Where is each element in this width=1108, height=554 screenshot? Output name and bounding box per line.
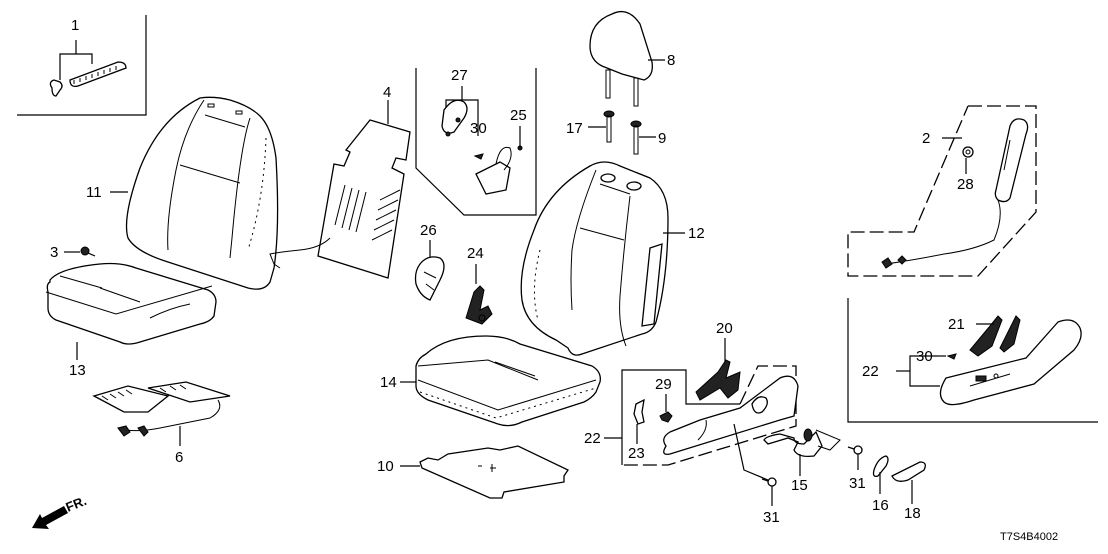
headrest-guide-part-15[interactable] <box>603 110 615 143</box>
callout-27[interactable]: 27 <box>451 67 468 84</box>
seat-back-cover-part[interactable] <box>125 96 279 290</box>
seat-pad-part-10[interactable] <box>419 445 569 499</box>
screw-part-31-left[interactable] <box>761 477 777 487</box>
callout-12[interactable]: 12 <box>688 225 705 242</box>
knob-bracket-part-25[interactable] <box>475 145 523 195</box>
screw-part-31-right[interactable] <box>847 445 863 455</box>
callout-29[interactable]: 29 <box>655 376 672 393</box>
diagram-code: T7S4B4002 <box>1000 531 1058 543</box>
side-cover-group <box>415 68 537 216</box>
cap-part-17[interactable] <box>872 455 889 478</box>
seat-back-assembly-part[interactable] <box>520 161 669 356</box>
clip-part[interactable] <box>49 61 127 97</box>
bracket-part-23[interactable] <box>633 398 645 425</box>
side-airbag-part[interactable] <box>881 118 1029 269</box>
callout-20[interactable]: 21 <box>948 316 965 333</box>
callout-2[interactable]: 2 <box>922 130 930 147</box>
bracket-part-19[interactable] <box>695 359 741 401</box>
callout-14[interactable]: 14 <box>380 374 397 391</box>
side-trim-group <box>621 365 797 466</box>
callout-28[interactable]: 28 <box>957 176 974 193</box>
callout-6[interactable]: 6 <box>175 449 183 466</box>
back-heater-part[interactable] <box>269 119 411 279</box>
callout-19[interactable]: 20 <box>716 320 733 337</box>
callout-4[interactable]: 4 <box>383 84 391 101</box>
callout-24[interactable]: 24 <box>467 245 484 262</box>
callout-23[interactable]: 23 <box>628 445 645 462</box>
lever-part-16[interactable] <box>763 428 841 458</box>
front-arrow-icon <box>32 506 68 529</box>
callout-11[interactable]: 11 <box>86 184 102 201</box>
callout-22[interactable]: 22 <box>862 363 879 380</box>
screw-part-3[interactable] <box>80 246 96 257</box>
seat-heater-part[interactable] <box>92 381 231 437</box>
side-cover-part-27[interactable] <box>441 99 468 137</box>
callout-1[interactable]: 1 <box>71 17 79 34</box>
callout-10[interactable]: 10 <box>377 458 394 475</box>
callout-31-right[interactable]: 31 <box>849 475 866 492</box>
nut-part-28[interactable] <box>962 146 974 158</box>
bracket-part-20[interactable] <box>969 315 1021 357</box>
side-cover-part-22[interactable] <box>939 319 1082 406</box>
clip-set-group: 1 <box>17 15 147 116</box>
cover-part-26[interactable] <box>414 256 445 301</box>
callout-8[interactable]: 8 <box>667 52 675 69</box>
callout-3[interactable]: 3 <box>50 244 58 261</box>
headrest-guide-part-9[interactable] <box>630 120 642 155</box>
side-airbag-group <box>847 105 1037 277</box>
front-direction-label: FR. <box>64 493 89 515</box>
callout-31-left[interactable]: 31 <box>763 509 780 526</box>
seat-cushion-cover-part[interactable] <box>45 262 217 345</box>
callout-26[interactable]: 26 <box>420 222 437 239</box>
callout-30-upper[interactable]: 30 <box>470 120 487 137</box>
knob-part-18[interactable] <box>891 461 926 482</box>
seat-cushion-assembly-part[interactable] <box>415 335 601 427</box>
side-trim-part[interactable] <box>663 375 799 455</box>
headrest-part[interactable] <box>589 10 653 107</box>
side-cover-power-group <box>847 298 1098 423</box>
clip-part-29[interactable] <box>659 411 673 423</box>
callout-16[interactable]: 15 <box>791 477 808 494</box>
callout-15[interactable]: 17 <box>566 120 583 137</box>
callout-25[interactable]: 25 <box>510 107 527 124</box>
callout-13[interactable]: 13 <box>69 362 86 379</box>
bracket-part-24[interactable] <box>465 285 493 325</box>
callout-18[interactable]: 18 <box>904 505 921 522</box>
screw-part-30[interactable] <box>473 153 484 160</box>
screw-part-30-lower[interactable] <box>946 353 957 360</box>
callout-21[interactable]: 22 <box>584 430 601 447</box>
callout-17[interactable]: 16 <box>872 497 889 514</box>
callout-30-lower[interactable]: 30 <box>916 348 933 365</box>
callout-9[interactable]: 9 <box>658 130 666 147</box>
